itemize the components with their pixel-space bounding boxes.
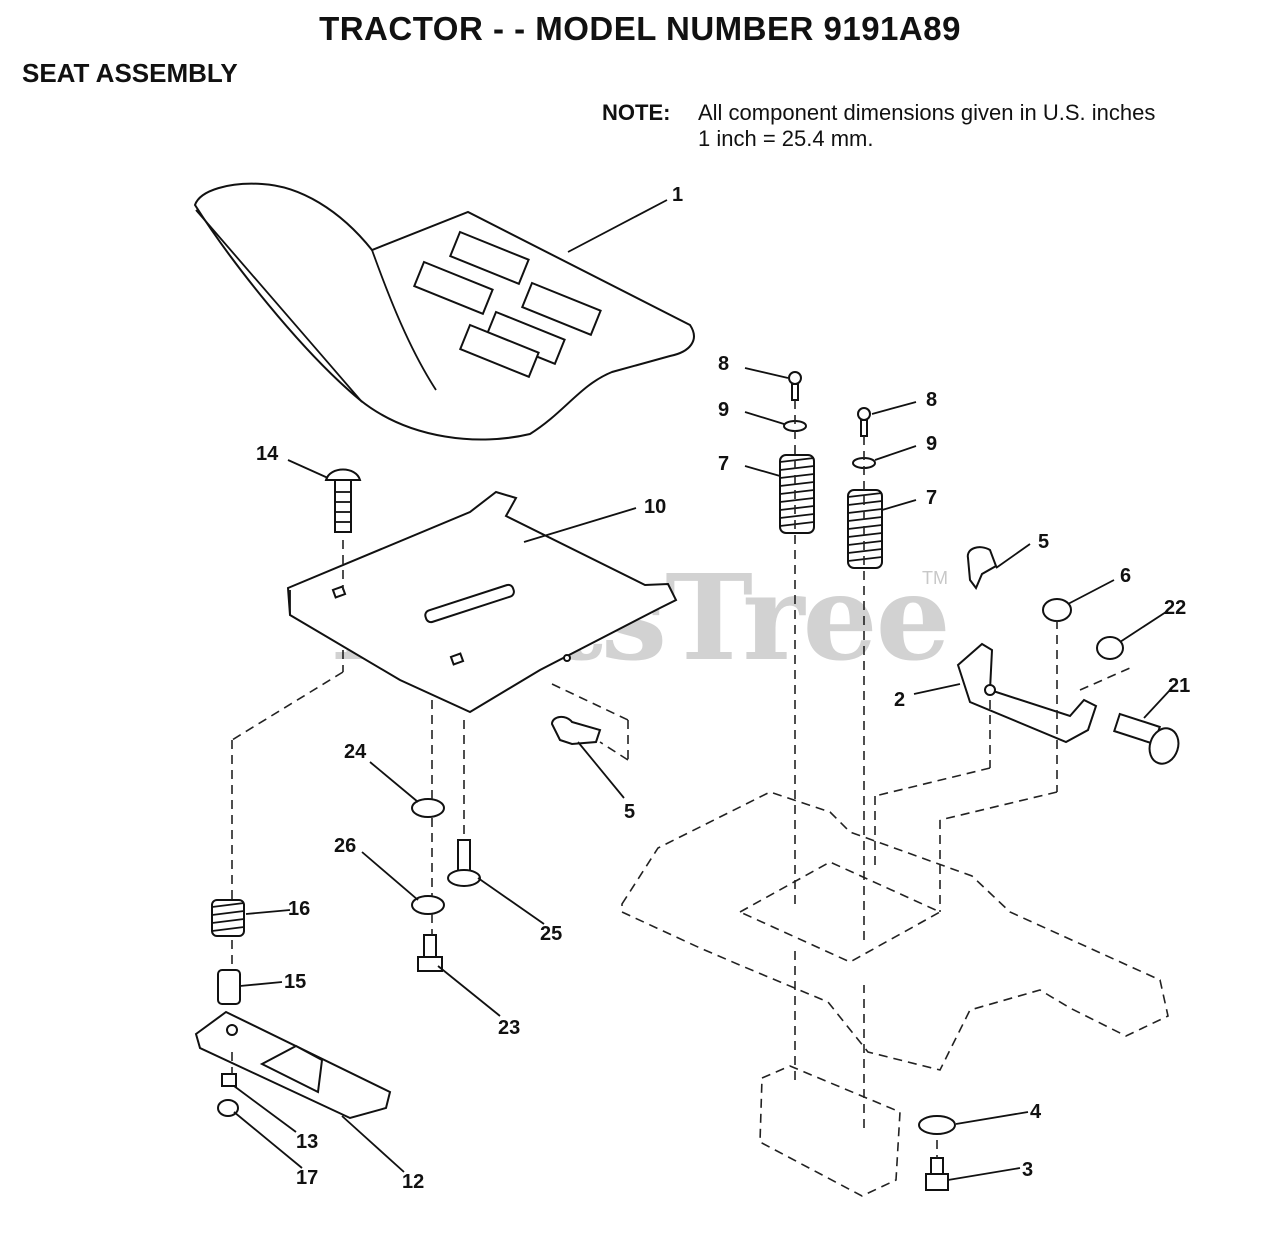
callout-25: 25 [540,923,562,945]
callout-8: 8 [926,389,937,411]
screw-part [857,407,871,437]
callout-9: 9 [718,399,729,421]
callout-9: 9 [926,433,937,455]
note-line-1: All component dimensions given in U.S. i… [698,100,1156,125]
nut-part [221,1073,237,1087]
callout-6: 6 [1120,565,1131,587]
leader-lines [233,199,1171,1181]
callout-13: 13 [296,1131,318,1153]
callout-17: 17 [296,1167,318,1189]
callout-22: 22 [1164,597,1186,619]
section-title: SEAT ASSEMBLY [22,58,238,88]
note-label: NOTE: [602,100,671,125]
screw-part [788,371,802,401]
nut-part [1042,598,1072,622]
washer-part [411,798,445,818]
callout-14: 14 [256,443,279,465]
callout-8: 8 [718,353,729,375]
carriage-bolt-part [324,468,362,533]
spring-part [847,489,883,569]
callout-26: 26 [334,835,356,857]
callout-7: 7 [926,487,937,509]
page-title: TRACTOR - - MODEL NUMBER 9191A89 [319,10,961,47]
tractor-frame [621,791,1169,1197]
seat-pan-part [286,490,678,714]
callout-12: 12 [402,1171,424,1193]
note-body: All component dimensions given in U.S. i… [698,100,1155,152]
nut-part [1096,636,1124,660]
flange-nut-part [217,1099,239,1117]
callout-2: 2 [894,689,905,711]
shoulder-screw-part [447,839,481,887]
plate-part [194,1010,392,1120]
shoulder-bolt-part [1112,712,1180,765]
callout-7: 7 [718,453,729,475]
note: NOTE: All component dimensions given in U… [602,100,1155,152]
callout-23: 23 [498,1017,520,1039]
spring-part [779,454,815,534]
watermark-tm: TM [922,568,948,588]
callout-24: 24 [344,741,367,763]
callout-15: 15 [284,971,306,993]
clip-part [966,546,998,590]
washer-part [918,1115,956,1135]
spacer-part [217,969,241,1005]
callout-4: 4 [1030,1101,1042,1123]
hex-bolt-part [925,1157,949,1191]
hex-bolt-part [417,934,443,972]
callout-21: 21 [1168,675,1190,697]
seat-part [193,182,695,441]
callout-labels: 1 14 10 8 9 7 8 9 7 5 6 22 2 21 24 5 26 … [256,184,1190,1193]
callout-3: 3 [1022,1159,1033,1181]
callout-10: 10 [644,496,666,518]
callout-1: 1 [672,184,683,206]
bracket-part [956,642,1098,744]
note-line-2: 1 inch = 25.4 mm. [698,126,874,151]
assembly-lines [231,400,1131,1158]
callout-16: 16 [288,898,310,920]
callout-5: 5 [1038,531,1049,553]
washer-part [411,895,445,915]
spring-part [211,899,245,937]
clip-part [550,716,602,746]
callout-5: 5 [624,801,635,823]
